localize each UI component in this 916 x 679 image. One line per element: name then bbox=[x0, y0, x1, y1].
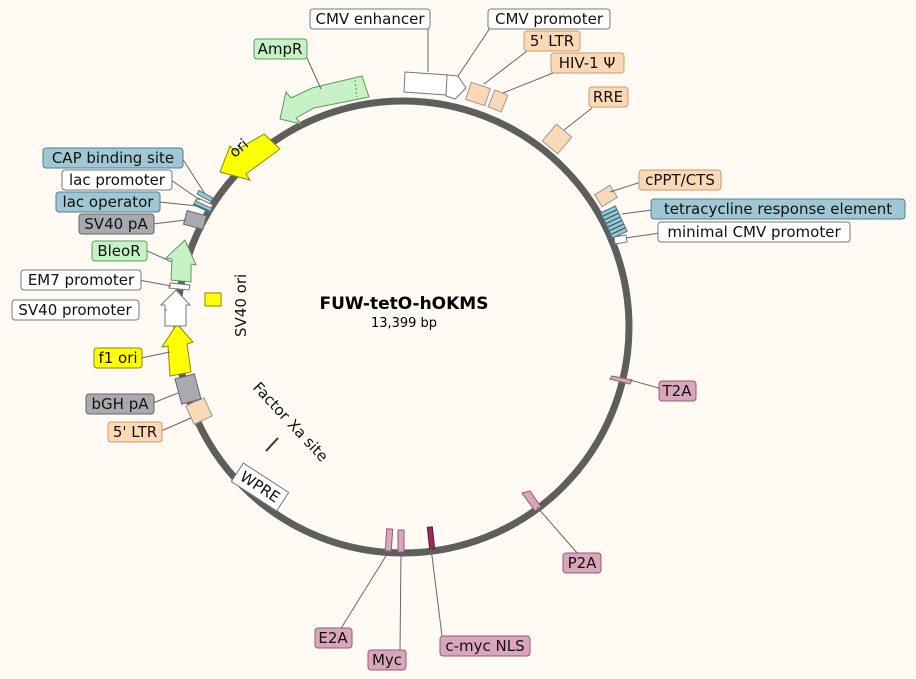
f1-ori-label: f1 ori bbox=[98, 349, 137, 367]
ampr-tag[interactable]: AmpR bbox=[253, 38, 308, 60]
p2a-tag[interactable]: P2A bbox=[562, 552, 602, 574]
sv40-promoter-label: SV40 promoter bbox=[18, 301, 132, 319]
bleor-label: BleoR bbox=[97, 242, 140, 260]
hiv1-psi-label: HIV-1 Ψ bbox=[559, 54, 616, 72]
sv40-promoter-feature[interactable] bbox=[159, 289, 192, 327]
rre-feature[interactable] bbox=[541, 123, 573, 155]
t2a-tag[interactable]: T2A bbox=[658, 380, 697, 402]
e2a-label: E2A bbox=[318, 629, 348, 647]
sv40-ori-feature[interactable] bbox=[204, 292, 222, 307]
bgh-pa-feature[interactable] bbox=[174, 373, 202, 405]
min-cmv-tag[interactable]: minimal CMV promoter bbox=[657, 221, 851, 243]
lac-promoter-feature[interactable] bbox=[195, 197, 214, 209]
myc-feature[interactable] bbox=[397, 529, 405, 553]
f1-ori-tag[interactable]: f1 ori bbox=[93, 347, 143, 369]
rre-tag[interactable]: RRE bbox=[588, 86, 629, 108]
c-myc-nls-label: c-myc NLS bbox=[445, 637, 524, 655]
cmv-enhancer-feature[interactable] bbox=[403, 71, 449, 96]
cmv-promoter-feature[interactable] bbox=[445, 74, 467, 100]
f1-ori-feature[interactable] bbox=[160, 323, 194, 377]
lac-promoter-tag[interactable]: lac promoter bbox=[61, 169, 173, 191]
cppt-cts-feature[interactable] bbox=[593, 184, 619, 208]
em7-promoter-label: EM7 promoter bbox=[28, 271, 135, 289]
factor-xa-feature[interactable] bbox=[265, 437, 279, 452]
bleor-tag[interactable]: BleoR bbox=[91, 240, 148, 262]
t2a-feature[interactable] bbox=[609, 375, 633, 385]
ampr-feature[interactable] bbox=[279, 75, 370, 125]
cmv-enhancer-label: CMV enhancer bbox=[315, 10, 425, 28]
cppt-cts-label: cPPT/CTS bbox=[645, 171, 715, 189]
sv40-pa-label: SV40 pA bbox=[84, 215, 148, 233]
min-cmv-label: minimal CMV promoter bbox=[667, 223, 841, 241]
c-myc-nls-tag[interactable]: c-myc NLS bbox=[439, 635, 531, 657]
p2a-feature[interactable] bbox=[521, 490, 542, 512]
cap-site-tag[interactable]: CAP binding site bbox=[42, 147, 184, 169]
myc-label: Myc bbox=[372, 651, 402, 669]
cap-site-feature[interactable] bbox=[196, 189, 214, 203]
t2a-label: T2A bbox=[662, 382, 693, 400]
e2a-feature[interactable] bbox=[384, 528, 394, 552]
cmv-promoter-label: CMV promoter bbox=[495, 10, 604, 28]
ltr-5-bottom-label: 5' LTR bbox=[113, 423, 157, 441]
ampr-label: AmpR bbox=[258, 40, 303, 58]
lac-operator-tag[interactable]: lac operator bbox=[55, 191, 161, 213]
cmv-enhancer-tag[interactable]: CMV enhancer bbox=[309, 8, 431, 30]
sv40-pa-tag[interactable]: SV40 pA bbox=[78, 213, 155, 235]
plasmid-length: 13,399 bp bbox=[371, 316, 437, 331]
em7-promoter-tag[interactable]: EM7 promoter bbox=[20, 269, 142, 291]
leader-lines bbox=[138, 27, 663, 652]
ltr-5-top-tag[interactable]: 5' LTR bbox=[523, 30, 581, 52]
bleor-feature[interactable] bbox=[164, 239, 197, 283]
factor-xa-label: Factor Xa site bbox=[249, 378, 332, 465]
p2a-label: P2A bbox=[568, 554, 598, 572]
cppt-cts-tag[interactable]: cPPT/CTS bbox=[638, 169, 722, 191]
cap-site-label: CAP binding site bbox=[52, 149, 174, 167]
ltr-5-bottom-feature[interactable] bbox=[185, 397, 213, 425]
tre-feature[interactable] bbox=[600, 205, 628, 239]
lac-promoter-label: lac promoter bbox=[69, 171, 166, 189]
ltr-5-bottom-tag[interactable]: 5' LTR bbox=[107, 421, 163, 443]
plasmid-name: FUW-tetO-hOKMS bbox=[320, 294, 489, 314]
tre-label: tetracycline response element bbox=[664, 200, 892, 218]
min-cmv-feature[interactable] bbox=[613, 234, 628, 245]
myc-tag[interactable]: Myc bbox=[367, 649, 407, 671]
hiv1-psi-feature[interactable] bbox=[487, 89, 509, 113]
ori-feature[interactable]: ori bbox=[219, 133, 281, 181]
ltr-5-top-label: 5' LTR bbox=[530, 32, 574, 50]
rre-label: RRE bbox=[593, 88, 623, 106]
lac-operator-label: lac operator bbox=[63, 193, 155, 211]
hiv1-psi-tag[interactable]: HIV-1 Ψ bbox=[550, 52, 625, 74]
sv40-promoter-tag[interactable]: SV40 promoter bbox=[11, 299, 140, 321]
bgh-pa-label: bGH pA bbox=[92, 395, 150, 413]
bgh-pa-tag[interactable]: bGH pA bbox=[85, 393, 155, 415]
ltr-5-top-feature[interactable] bbox=[465, 81, 491, 107]
em7-promoter-feature[interactable] bbox=[168, 282, 191, 291]
c-myc-nls-feature[interactable] bbox=[426, 526, 436, 550]
e2a-tag[interactable]: E2A bbox=[314, 627, 353, 649]
cmv-promoter-tag[interactable]: CMV promoter bbox=[487, 8, 611, 30]
tre-tag[interactable]: tetracycline response element bbox=[650, 198, 906, 220]
sv40-pa-feature[interactable] bbox=[182, 210, 208, 230]
sv40-ori-label: SV40 ori bbox=[232, 274, 250, 337]
